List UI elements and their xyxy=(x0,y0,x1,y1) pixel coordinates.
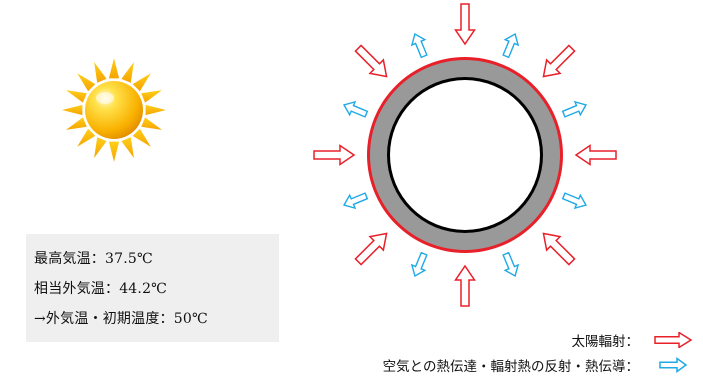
heat-transfer-arrow xyxy=(342,100,369,118)
heat-transfer-arrow xyxy=(410,32,428,59)
solar-radiation-arrow xyxy=(574,144,617,166)
sun-ray xyxy=(66,117,87,130)
pipe-bore xyxy=(390,80,540,230)
heat-transfer-arrow xyxy=(410,251,428,278)
legend-solar-radiation: 太陽輻射： xyxy=(572,330,694,350)
legend-heat-transfer: 空気との熱伝達・輻射熱の反射・熱伝導： xyxy=(383,355,693,375)
legend-solar-label: 太陽輻射： xyxy=(571,334,640,350)
sun-icon xyxy=(62,58,166,162)
sun-ray xyxy=(141,117,162,130)
solar-radiation-arrow xyxy=(454,264,476,307)
pipe-heat-diagram xyxy=(313,3,617,307)
sun-ray xyxy=(132,128,151,147)
initial-temperature-text: →外気温・初期温度：50℃ xyxy=(34,311,208,327)
sun-ray xyxy=(94,62,107,83)
sun-ray xyxy=(66,90,87,103)
solar-radiation-arrow xyxy=(313,144,356,166)
sun-ray xyxy=(145,104,166,116)
sun-ray xyxy=(108,58,120,79)
legend-heat-transfer-arrow-icon xyxy=(659,357,688,373)
sun-ray xyxy=(121,137,134,158)
legend-solar-arrow-icon xyxy=(654,332,693,348)
sun-ray xyxy=(94,137,107,158)
sun-ray xyxy=(141,90,162,103)
solar-radiation-arrow xyxy=(454,3,476,46)
solar-radiation-arrow xyxy=(542,44,576,78)
sun-ray xyxy=(77,128,96,147)
sun-ray xyxy=(132,73,151,92)
heat-transfer-arrow xyxy=(342,192,369,210)
sol-air-temperature-text: 相当外気温：44.2℃ xyxy=(34,281,168,297)
heat-transfer-arrow xyxy=(561,192,588,210)
legend-heat-transfer-label: 空気との熱伝達・輻射熱の反射・熱伝導： xyxy=(382,359,639,375)
heat-transfer-arrow xyxy=(561,100,588,118)
heat-transfer-arrow xyxy=(502,32,520,59)
sun-ray xyxy=(108,141,120,162)
heat-transfer-arrow xyxy=(502,251,520,278)
solar-radiation-arrow xyxy=(542,232,576,266)
solar-radiation-arrow xyxy=(354,232,388,266)
temperature-info-box: 最高気温：37.5℃ 相当外気温：44.2℃ →外気温・初期温度：50℃ xyxy=(26,234,279,342)
sun-ray xyxy=(77,73,96,92)
solar-radiation-arrow xyxy=(354,44,388,78)
sun-ray xyxy=(121,62,134,83)
sun-ray xyxy=(62,104,83,116)
max-temperature-text: 最高気温：37.5℃ xyxy=(34,251,153,267)
